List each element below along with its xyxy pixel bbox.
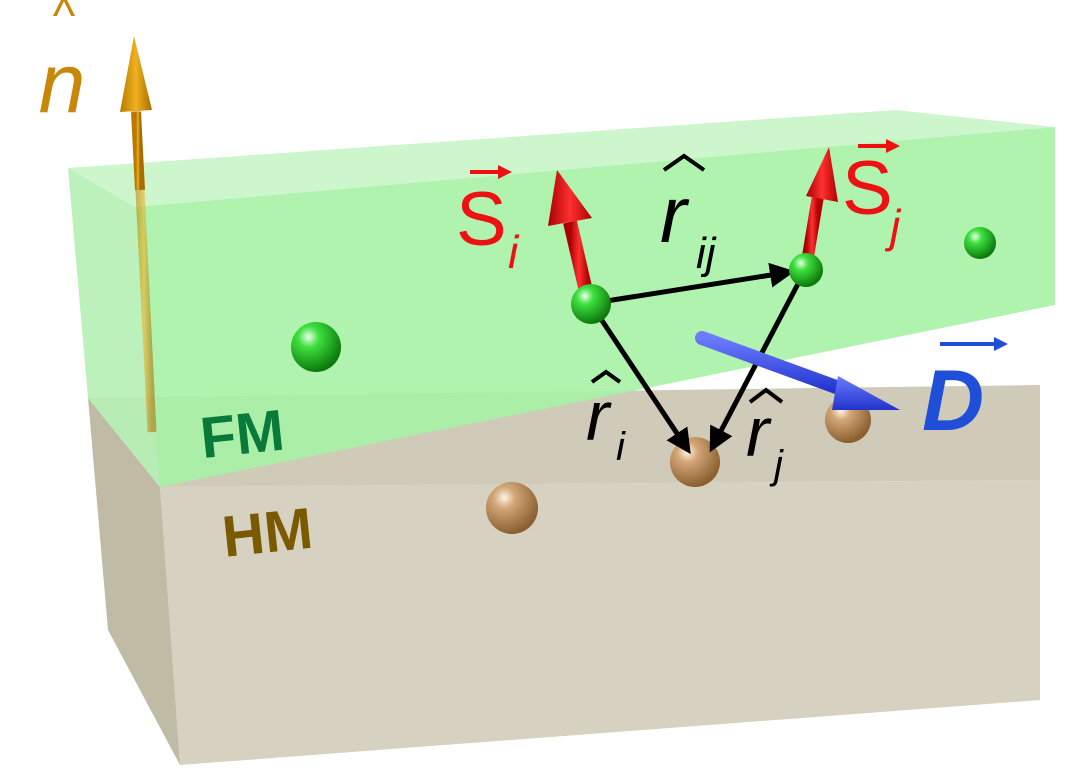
r-ij-symbol: r (660, 170, 690, 259)
r-ij-label: r ij (660, 153, 717, 278)
fm-atom (291, 322, 341, 372)
fm-layer-label: FM (197, 398, 287, 471)
fm-atom (964, 227, 996, 259)
r-j-symbol: r (746, 393, 772, 471)
spin-i-symbol: S (456, 177, 507, 262)
r-i-vector (592, 308, 691, 455)
spin-i-label: S i (456, 165, 520, 278)
r-i-symbol: r (586, 377, 612, 455)
dmi-vector-arrow (695, 331, 900, 410)
dmi-symbol: D (922, 353, 984, 449)
normal-symbol: n (39, 36, 86, 130)
dmi-label: D (922, 337, 1008, 449)
spin-j-symbol: S (842, 146, 893, 231)
hm-atom (486, 482, 538, 534)
normal-label: ^ n (39, 0, 86, 130)
r-ij-vector (599, 262, 795, 305)
normal-vector-arrow (120, 36, 157, 433)
r-i-label: r i (586, 369, 626, 469)
r-ij-subscript: ij (696, 229, 717, 278)
fm-atom-j (789, 253, 823, 287)
normal-hat: ^ (53, 0, 76, 43)
r-i-subscript: i (616, 425, 626, 469)
hm-layer-label: HM (219, 496, 316, 570)
fm-atom-i (571, 284, 611, 324)
spin-i-subscript: i (508, 226, 520, 278)
